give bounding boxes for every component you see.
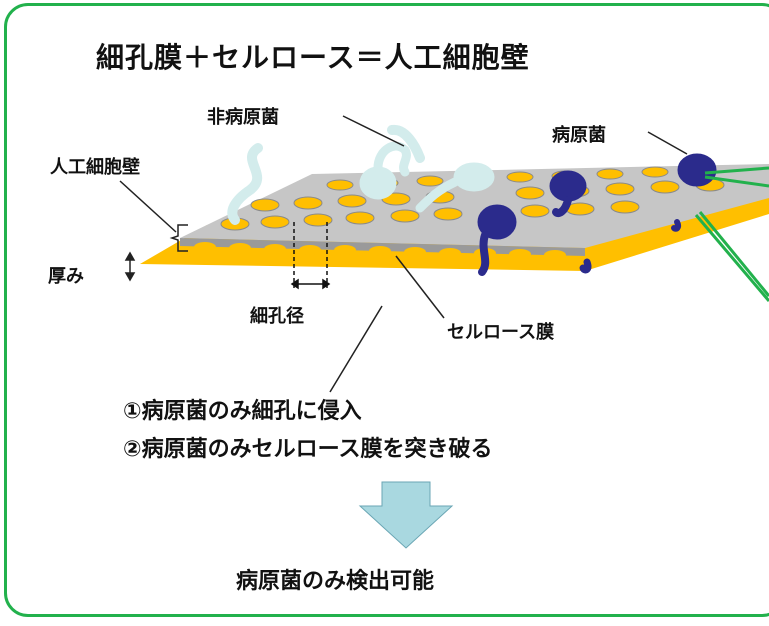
pore-diameter-marker: [290, 222, 331, 290]
label-artificial-wall: 人工細胞壁: [50, 157, 140, 178]
detection-laser: [694, 166, 769, 302]
step-1: ①病原菌のみ細孔に侵入: [123, 399, 362, 424]
label-non-pathogen: 非病原菌: [207, 107, 279, 128]
diagram-frame: [4, 3, 769, 617]
label-pore-diameter: 細孔径: [250, 306, 304, 327]
result-arrow: [358, 481, 454, 549]
step-2: ②病原菌のみセルロース膜を突き破る: [123, 437, 493, 462]
label-pathogen: 病原菌: [552, 125, 606, 146]
diagram-title: 細孔膜＋セルロース＝人工細胞壁: [96, 41, 530, 74]
label-cellulose-membrane: セルロース膜: [447, 322, 555, 343]
thickness-arrow: [124, 251, 136, 282]
pore-cross-sections: [194, 242, 566, 260]
leader-lines: [119, 115, 688, 393]
non-pathogen-bacteria: [227, 124, 495, 225]
label-thickness: 厚み: [48, 266, 84, 287]
artificial-wall-bracket: [169, 224, 188, 252]
result-text: 病原菌のみ検出可能: [236, 569, 435, 594]
